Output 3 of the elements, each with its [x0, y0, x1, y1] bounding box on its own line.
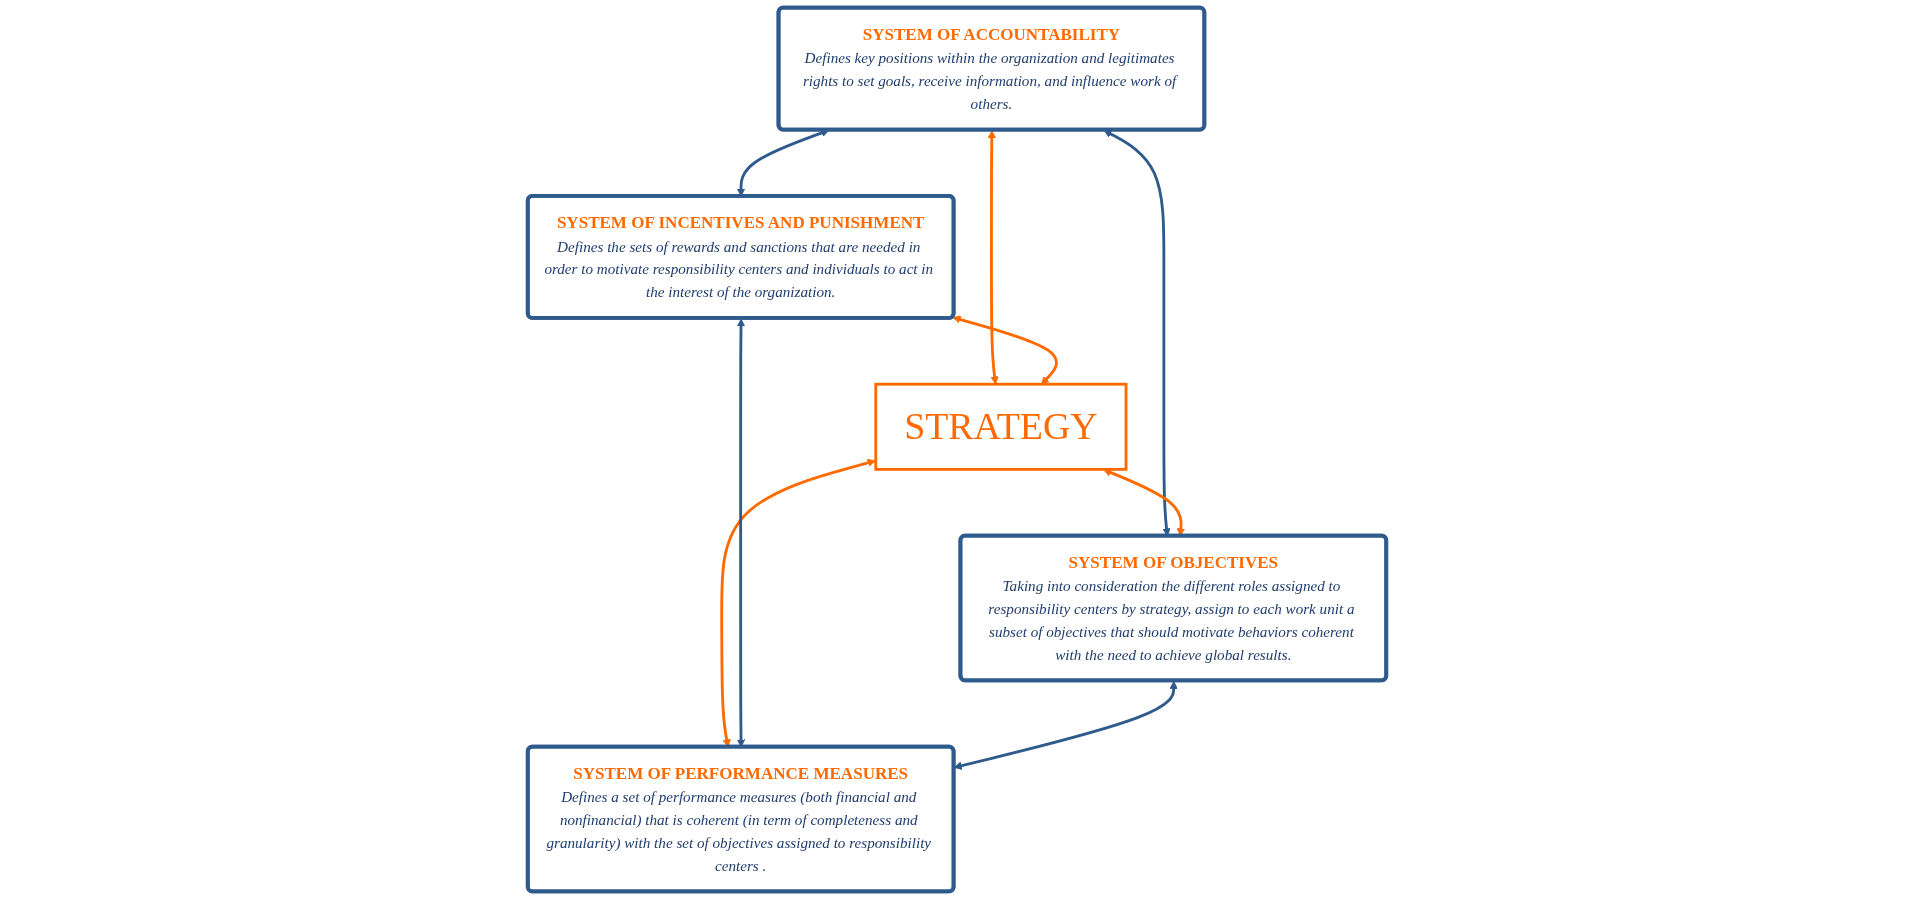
arrow — [952, 315, 1058, 385]
node-box: STRATEGY — [874, 382, 1128, 471]
arrow — [987, 130, 999, 385]
